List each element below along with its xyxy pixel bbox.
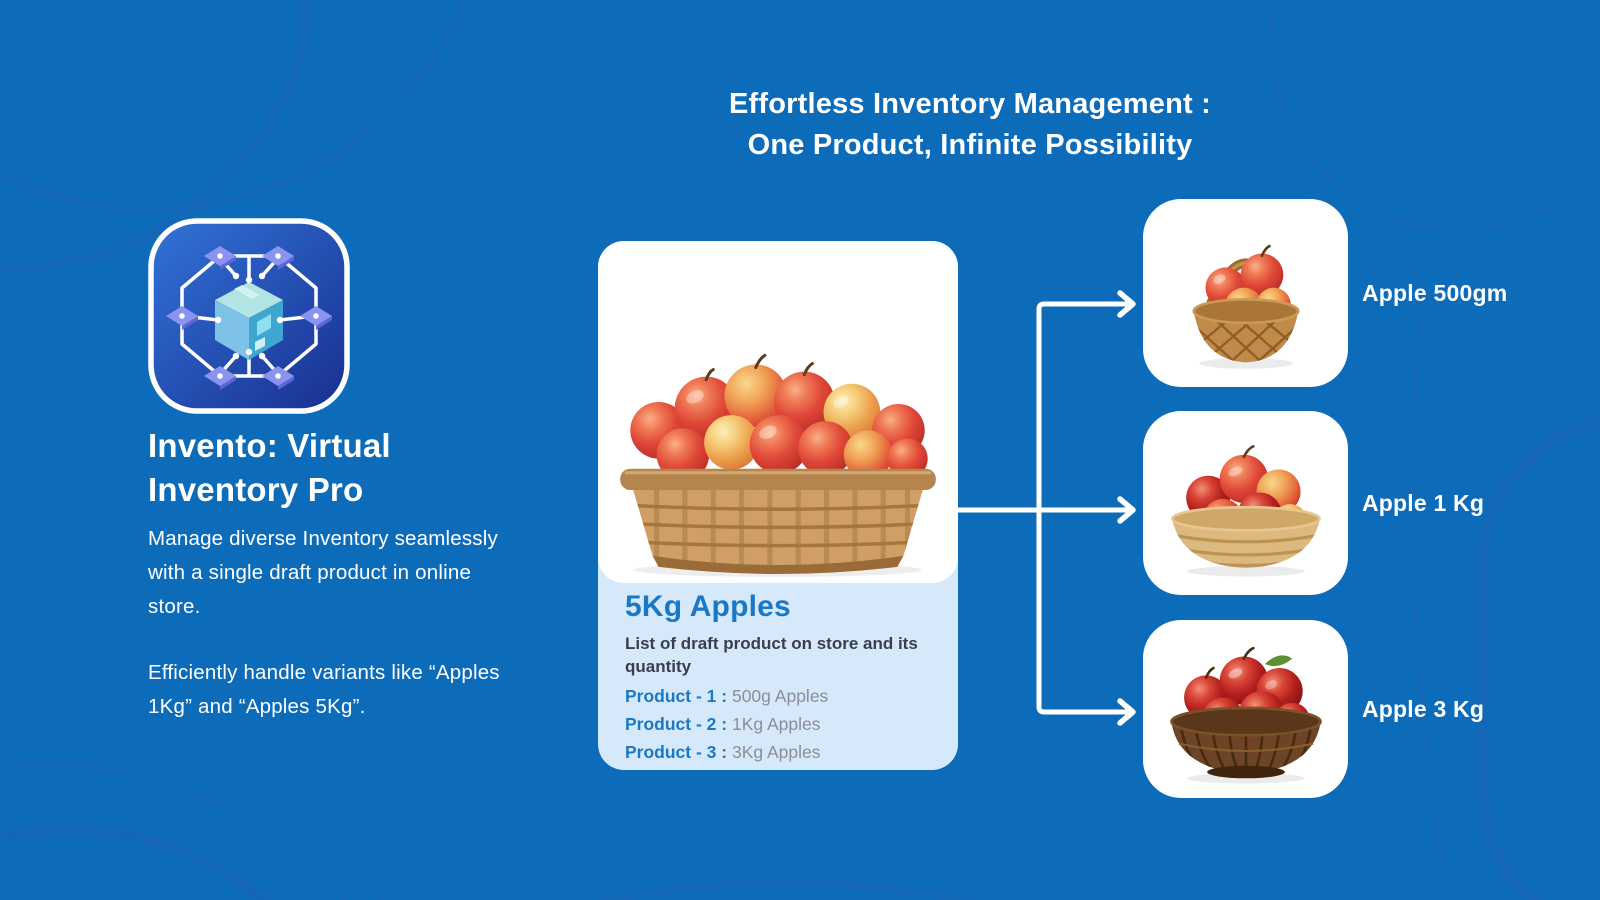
- draft-product-card: 5Kg Apples List of draft product on stor…: [598, 241, 958, 770]
- headline-line-1: Effortless Inventory Management :: [729, 88, 1211, 120]
- variant-label-500g: Apple 500gm: [1362, 280, 1508, 306]
- apple-stems: [704, 353, 814, 382]
- brand-title: Invento: Virtual Inventory Pro: [148, 424, 478, 512]
- leaf: [1264, 655, 1292, 667]
- apple-bowl-1kg-illustration: [1170, 444, 1321, 577]
- arrowhead-3kg: [1117, 698, 1136, 726]
- variant-card-3kg: [1143, 620, 1348, 798]
- variant-label-3kg: Apple 3 Kg: [1362, 696, 1485, 722]
- product-3-label: Product - 3 :: [625, 742, 728, 762]
- draft-card-title: 5Kg Apples: [625, 590, 791, 623]
- variant-card-500g: [1143, 199, 1348, 387]
- brand-title-line-2: Inventory Pro: [148, 471, 364, 508]
- arrowhead-500g: [1117, 290, 1136, 318]
- node-diamonds: [166, 246, 332, 390]
- draft-card-subtitle: List of draft product on store and its q…: [625, 634, 918, 676]
- product-3-value: 3Kg Apples: [731, 742, 821, 762]
- product-1-value: 500g Apples: [731, 686, 829, 706]
- connector-dots: [214, 272, 284, 360]
- brand-tagline-1: Manage diverse Inventory seamlessly with…: [148, 527, 498, 618]
- variant-label-1kg: Apple 1 Kg: [1362, 490, 1485, 516]
- brand-title-line-1: Invento: Virtual: [148, 427, 391, 464]
- arrowhead-1kg: [1117, 496, 1136, 524]
- product-row-1: Product - 1 : 500g Apples: [625, 687, 931, 706]
- apple-basket-5kg-photo: [598, 241, 958, 583]
- product-2-label: Product - 2 :: [625, 714, 728, 734]
- apple-basket-500g-illustration: [1191, 244, 1300, 369]
- brand-tagline-2: Efficiently handle variants like “Apples…: [148, 661, 500, 718]
- inventory-app-icon: [148, 218, 350, 414]
- apple-bowl-3kg-illustration: [1169, 646, 1322, 784]
- headline-line-2: One Product, Infinite Possibility: [747, 129, 1193, 161]
- basket-bowl: [1169, 706, 1322, 779]
- draft-card-body: 5Kg Apples List of draft product on stor…: [625, 589, 931, 762]
- headline: Effortless Inventory Management : One Pr…: [640, 84, 1300, 166]
- product-row-2: Product - 2 : 1Kg Apples: [625, 715, 931, 734]
- product-row-3: Product - 3 : 3Kg Apples: [625, 743, 931, 762]
- apple-highlights: [686, 390, 849, 440]
- wicker-basket: [620, 468, 936, 574]
- basket-bowl: [1170, 505, 1321, 569]
- apples-front-row: [656, 415, 928, 481]
- cube-graphic: [215, 282, 283, 360]
- product-2-value: 1Kg Apples: [731, 714, 821, 734]
- apple-basket-illustration: [620, 353, 936, 577]
- basket-bowl: [1191, 298, 1300, 363]
- inventory-network-icon: [148, 218, 350, 414]
- arrow-branches: [1036, 301, 1129, 715]
- variant-card-1kg: [1143, 411, 1348, 595]
- product-1-label: Product - 1 :: [625, 686, 728, 706]
